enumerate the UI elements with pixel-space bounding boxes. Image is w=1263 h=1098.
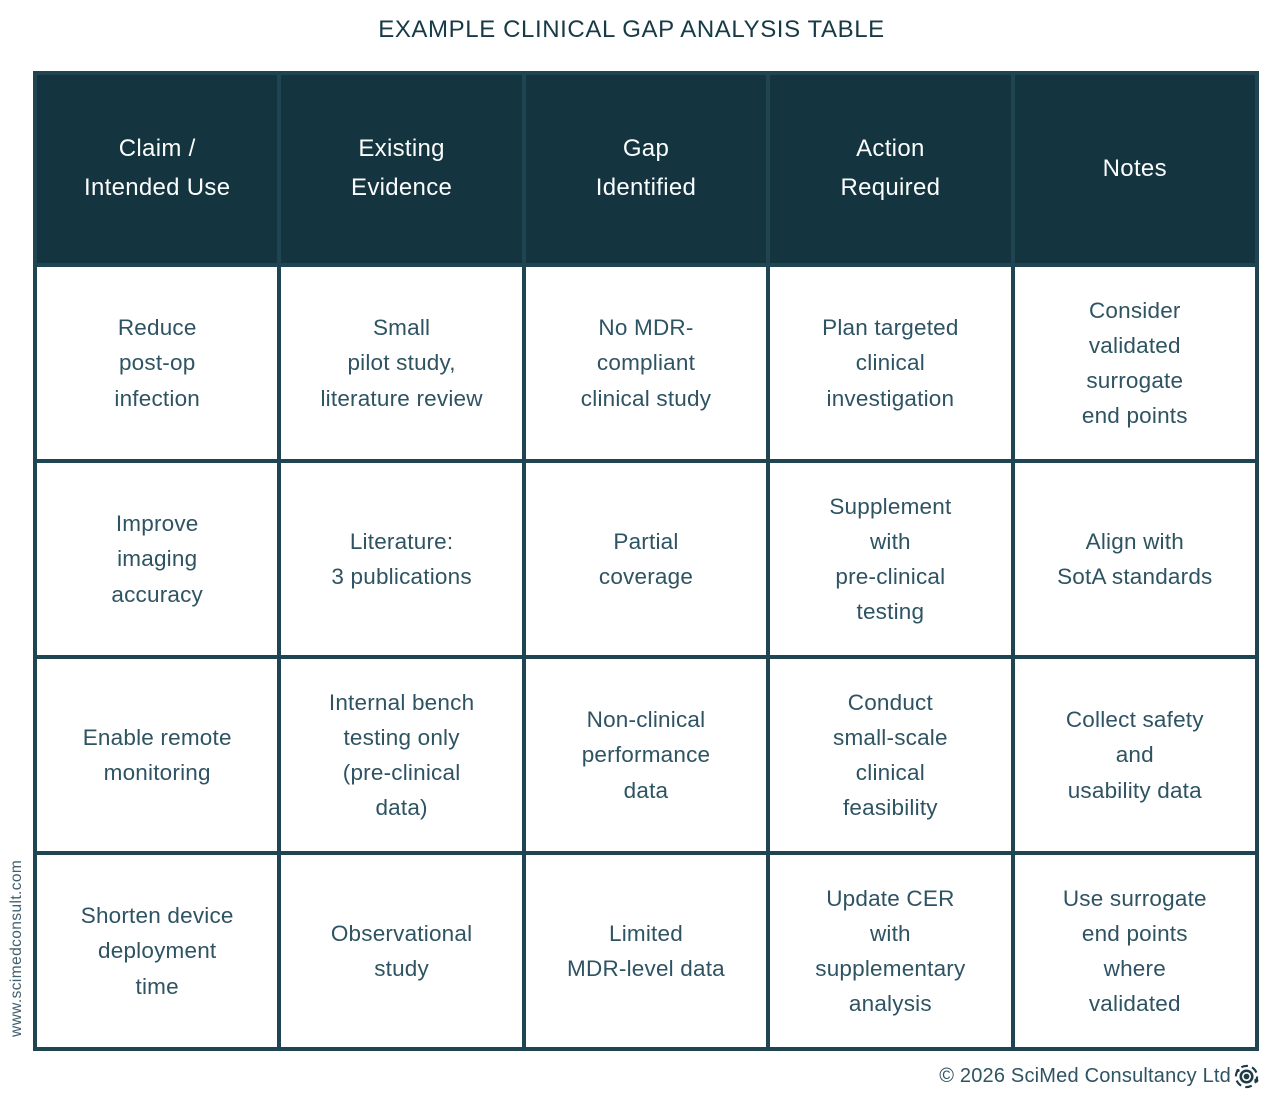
page-title: EXAMPLE CLINICAL GAP ANALYSIS TABLE — [378, 16, 885, 43]
table-row: Shorten device deployment time Observati… — [32, 851, 1260, 1051]
table-row: Enable remote monitoring Internal bench … — [32, 655, 1260, 855]
column-header-existing-evidence: Existing Evidence — [277, 71, 526, 267]
table-cell: Partial coverage — [521, 459, 771, 659]
table-cell: Update CER with supplementary analysis — [766, 851, 1015, 1051]
table-cell: Conduct small-scale clinical feasibility — [766, 655, 1015, 855]
table-row: Improve imaging accuracy Literature: 3 p… — [32, 459, 1260, 659]
table-cell: Collect safety and usability data — [1010, 655, 1260, 855]
column-header-gap-identified: Gap Identified — [521, 71, 771, 267]
column-header-notes: Notes — [1010, 71, 1260, 267]
table-cell: Supplement with pre-clinical testing — [766, 459, 1015, 659]
column-header-claim: Claim / Intended Use — [32, 71, 282, 267]
gap-analysis-table: Claim / Intended Use Existing Evidence G… — [32, 71, 1260, 1051]
table-cell: Enable remote monitoring — [32, 655, 282, 855]
table-cell: Limited MDR-level data — [521, 851, 771, 1051]
header-row: Claim / Intended Use Existing Evidence G… — [32, 71, 1260, 267]
table-cell: No MDR- compliant clinical study — [521, 263, 771, 463]
table-row: Reduce post-op infection Small pilot stu… — [32, 263, 1260, 463]
table-cell: Internal bench testing only (pre-clinica… — [277, 655, 526, 855]
table-cell: Use surrogate end points where validated — [1010, 851, 1260, 1051]
table-cell: Consider validated surrogate end points — [1010, 263, 1260, 463]
table-cell: Observational study — [277, 851, 526, 1051]
table-cell: Small pilot study, literature review — [277, 263, 526, 463]
table-cell: Plan targeted clinical investigation — [766, 263, 1015, 463]
footer: © 2026 SciMed Consultancy Ltd — [939, 1063, 1260, 1090]
table-cell: Literature: 3 publications — [277, 459, 526, 659]
copyright-text: © 2026 SciMed Consultancy Ltd — [939, 1065, 1231, 1087]
table-cell: Reduce post-op infection — [32, 263, 282, 463]
table-cell: Shorten device deployment time — [32, 851, 282, 1051]
column-header-action-required: Action Required — [766, 71, 1015, 267]
table-cell: Align with SotA standards — [1010, 459, 1260, 659]
target-orbit-icon — [1233, 1063, 1260, 1090]
watermark-url: www.scimedconsult.com — [8, 859, 25, 1037]
table-cell: Improve imaging accuracy — [32, 459, 282, 659]
table-cell: Non-clinical performance data — [521, 655, 771, 855]
